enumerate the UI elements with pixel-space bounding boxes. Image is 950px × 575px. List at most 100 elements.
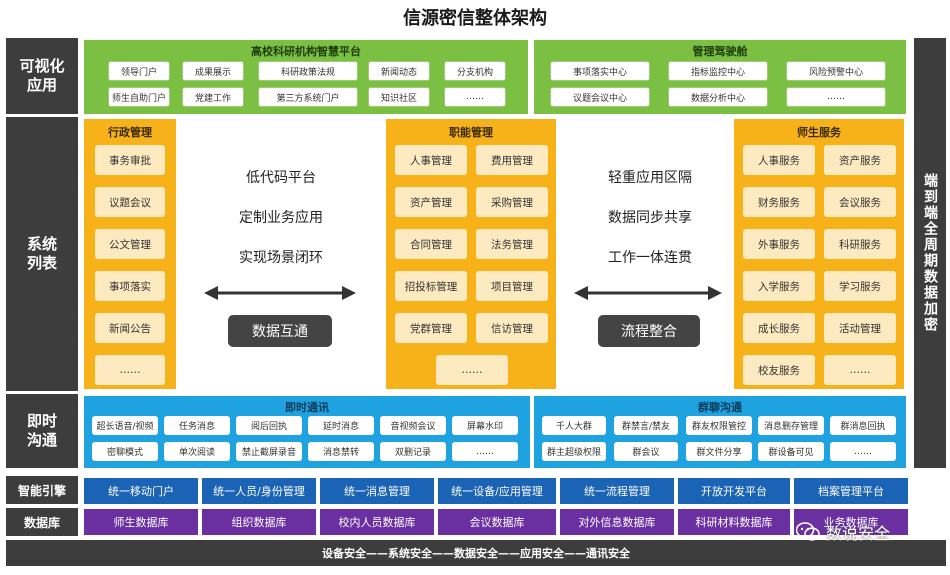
im-item[interactable]: 双删记录 xyxy=(380,442,446,461)
func-panel: 职能管理 人事管理 费用管理 资产管理 采购管理 合同管理 法务管理 招投标管理… xyxy=(386,119,556,389)
service-item[interactable]: 资产服务 xyxy=(824,145,896,175)
service-item[interactable]: 活动管理 xyxy=(824,313,896,343)
isolation-block: 轻重应用区隔 数据同步共享 工作一体连贯 流程整合 xyxy=(560,119,730,389)
func-item[interactable]: 费用管理 xyxy=(476,145,548,175)
admin-title: 行政管理 xyxy=(108,126,152,139)
viz-item[interactable]: 科研政策法规 xyxy=(258,61,358,81)
lowcode-block: 低代码平台 定制业务应用 实现场景闭环 数据互通 xyxy=(186,119,376,389)
page-title: 信源密信整体架构 xyxy=(403,8,547,29)
admin-item[interactable]: 公文管理 xyxy=(95,229,165,259)
viz-item[interactable]: 分支机构 xyxy=(444,61,506,81)
group-item[interactable]: 群文件分享 xyxy=(686,442,752,461)
admin-item[interactable]: …… xyxy=(95,355,165,385)
func-item[interactable]: 党群管理 xyxy=(395,313,467,343)
engine-item[interactable]: 档案管理平台 xyxy=(794,478,908,504)
admin-item[interactable]: 议题会议 xyxy=(95,187,165,217)
cockpit-item[interactable]: 事项落实中心 xyxy=(550,61,650,81)
lowcode-line: 低代码平台 xyxy=(246,170,316,186)
group-item[interactable]: 群禁言/禁友 xyxy=(614,416,678,435)
im-item[interactable]: 延时消息 xyxy=(308,416,374,435)
service-item[interactable]: 科研服务 xyxy=(824,229,896,259)
group-chat-panel: 群聊沟通 千人大群 群禁言/禁友 群友权限管控 消息删存管理 群消息回执 群主超… xyxy=(534,396,906,468)
security-bar: 设备安全——系统安全——数据安全——应用安全——通讯安全 xyxy=(6,540,946,566)
viz-item[interactable]: …… xyxy=(444,87,506,107)
double-arrow-icon xyxy=(574,286,722,300)
cockpit-item[interactable]: 数据分析中心 xyxy=(668,87,768,107)
group-item[interactable]: …… xyxy=(830,442,896,461)
group-item[interactable]: 消息删存管理 xyxy=(758,416,824,435)
viz-item[interactable]: 新闻动态 xyxy=(368,61,430,81)
encryption-bar-text: 端到端全周期数据加密 xyxy=(922,173,938,333)
db-item[interactable]: 业务数据库 xyxy=(794,509,908,535)
service-item[interactable]: 财务服务 xyxy=(743,187,815,217)
viz-item[interactable]: 师生自助门户 xyxy=(108,87,170,107)
db-item[interactable]: 科研材料数据库 xyxy=(678,509,790,535)
engine-item[interactable]: 统一流程管理 xyxy=(560,478,674,504)
row-label-engine: 智能引擎 xyxy=(6,476,78,504)
viz-item[interactable]: 党建工作 xyxy=(182,87,244,107)
func-item[interactable]: 信访管理 xyxy=(476,313,548,343)
im-item[interactable]: 音视频会议 xyxy=(380,416,446,435)
im-item[interactable]: 禁止截屏录音 xyxy=(236,442,302,461)
viz-item[interactable]: 领导门户 xyxy=(108,61,170,81)
func-item[interactable]: 法务管理 xyxy=(476,229,548,259)
im-item[interactable]: 超长语音/视频 xyxy=(92,416,158,435)
engine-item[interactable]: 统一人员/身份管理 xyxy=(202,478,316,504)
engine-item[interactable]: 统一移动门户 xyxy=(84,478,198,504)
row-label-im-line1: 即时 xyxy=(26,412,57,431)
group-item[interactable]: 千人大群 xyxy=(542,416,606,435)
viz-item[interactable]: 知识社区 xyxy=(368,87,430,107)
db-item[interactable]: 组织数据库 xyxy=(202,509,316,535)
cockpit-item[interactable]: 指标监控中心 xyxy=(668,61,768,81)
group-item[interactable]: 群会议 xyxy=(614,442,678,461)
im-item[interactable]: 密聊模式 xyxy=(92,442,158,461)
func-item[interactable]: 项目管理 xyxy=(476,271,548,301)
admin-item[interactable]: 新闻公告 xyxy=(95,313,165,343)
service-item[interactable]: 成长服务 xyxy=(743,313,815,343)
service-item[interactable]: 人事服务 xyxy=(743,145,815,175)
viz-item[interactable]: 第三方系统门户 xyxy=(258,87,358,107)
im-item[interactable]: 阅后回执 xyxy=(236,416,302,435)
service-item[interactable]: 校友服务 xyxy=(743,355,815,385)
group-item[interactable]: 群友权限管控 xyxy=(686,416,752,435)
im-item[interactable]: 任务消息 xyxy=(164,416,230,435)
admin-item[interactable]: 事务审批 xyxy=(95,145,165,175)
func-item[interactable]: 招投标管理 xyxy=(395,271,467,301)
data-exchange-button[interactable]: 数据互通 xyxy=(228,315,332,347)
im-item[interactable]: 单次阅读 xyxy=(164,442,230,461)
db-item[interactable]: 师生数据库 xyxy=(84,509,198,535)
cockpit-item[interactable]: …… xyxy=(786,87,886,107)
lowcode-line: 定制业务应用 xyxy=(239,210,323,226)
cockpit-item[interactable]: 风险预警中心 xyxy=(786,61,886,81)
service-item[interactable]: …… xyxy=(824,355,896,385)
engine-item[interactable]: 开放开发平台 xyxy=(678,478,790,504)
service-item[interactable]: 会议服务 xyxy=(824,187,896,217)
engine-item[interactable]: 统一设备/应用管理 xyxy=(438,478,556,504)
func-item[interactable]: 采购管理 xyxy=(476,187,548,217)
group-item[interactable]: 群主超级权限 xyxy=(542,442,606,461)
service-item[interactable]: 学习服务 xyxy=(824,271,896,301)
func-title: 职能管理 xyxy=(449,126,493,139)
service-item[interactable]: 外事服务 xyxy=(743,229,815,259)
func-item[interactable]: 合同管理 xyxy=(395,229,467,259)
im-item[interactable]: …… xyxy=(452,442,518,461)
smart-platform-panel: 高校科研机构智慧平台 领导门户 成果展示 科研政策法规 新闻动态 分支机构 师生… xyxy=(84,40,528,114)
group-item[interactable]: 群消息回执 xyxy=(830,416,896,435)
engine-item[interactable]: 统一消息管理 xyxy=(320,478,434,504)
db-item[interactable]: 校内人员数据库 xyxy=(320,509,434,535)
cockpit-item[interactable]: 议题会议中心 xyxy=(550,87,650,107)
im-item[interactable]: 屏幕水印 xyxy=(452,416,518,435)
admin-item[interactable]: 事项落实 xyxy=(95,271,165,301)
service-item[interactable]: 入学服务 xyxy=(743,271,815,301)
im-item[interactable]: 消息禁转 xyxy=(308,442,374,461)
watermark-text: 数说安全 xyxy=(826,524,891,543)
func-item[interactable]: …… xyxy=(436,355,508,385)
process-integration-button[interactable]: 流程整合 xyxy=(598,315,700,347)
db-item[interactable]: 会议数据库 xyxy=(438,509,556,535)
cockpit-title: 管理驾驶舱 xyxy=(692,45,748,58)
group-item[interactable]: 群设备可见 xyxy=(758,442,824,461)
viz-item[interactable]: 成果展示 xyxy=(182,61,244,81)
func-item[interactable]: 人事管理 xyxy=(395,145,467,175)
func-item[interactable]: 资产管理 xyxy=(395,187,467,217)
db-item[interactable]: 对外信息数据库 xyxy=(560,509,674,535)
